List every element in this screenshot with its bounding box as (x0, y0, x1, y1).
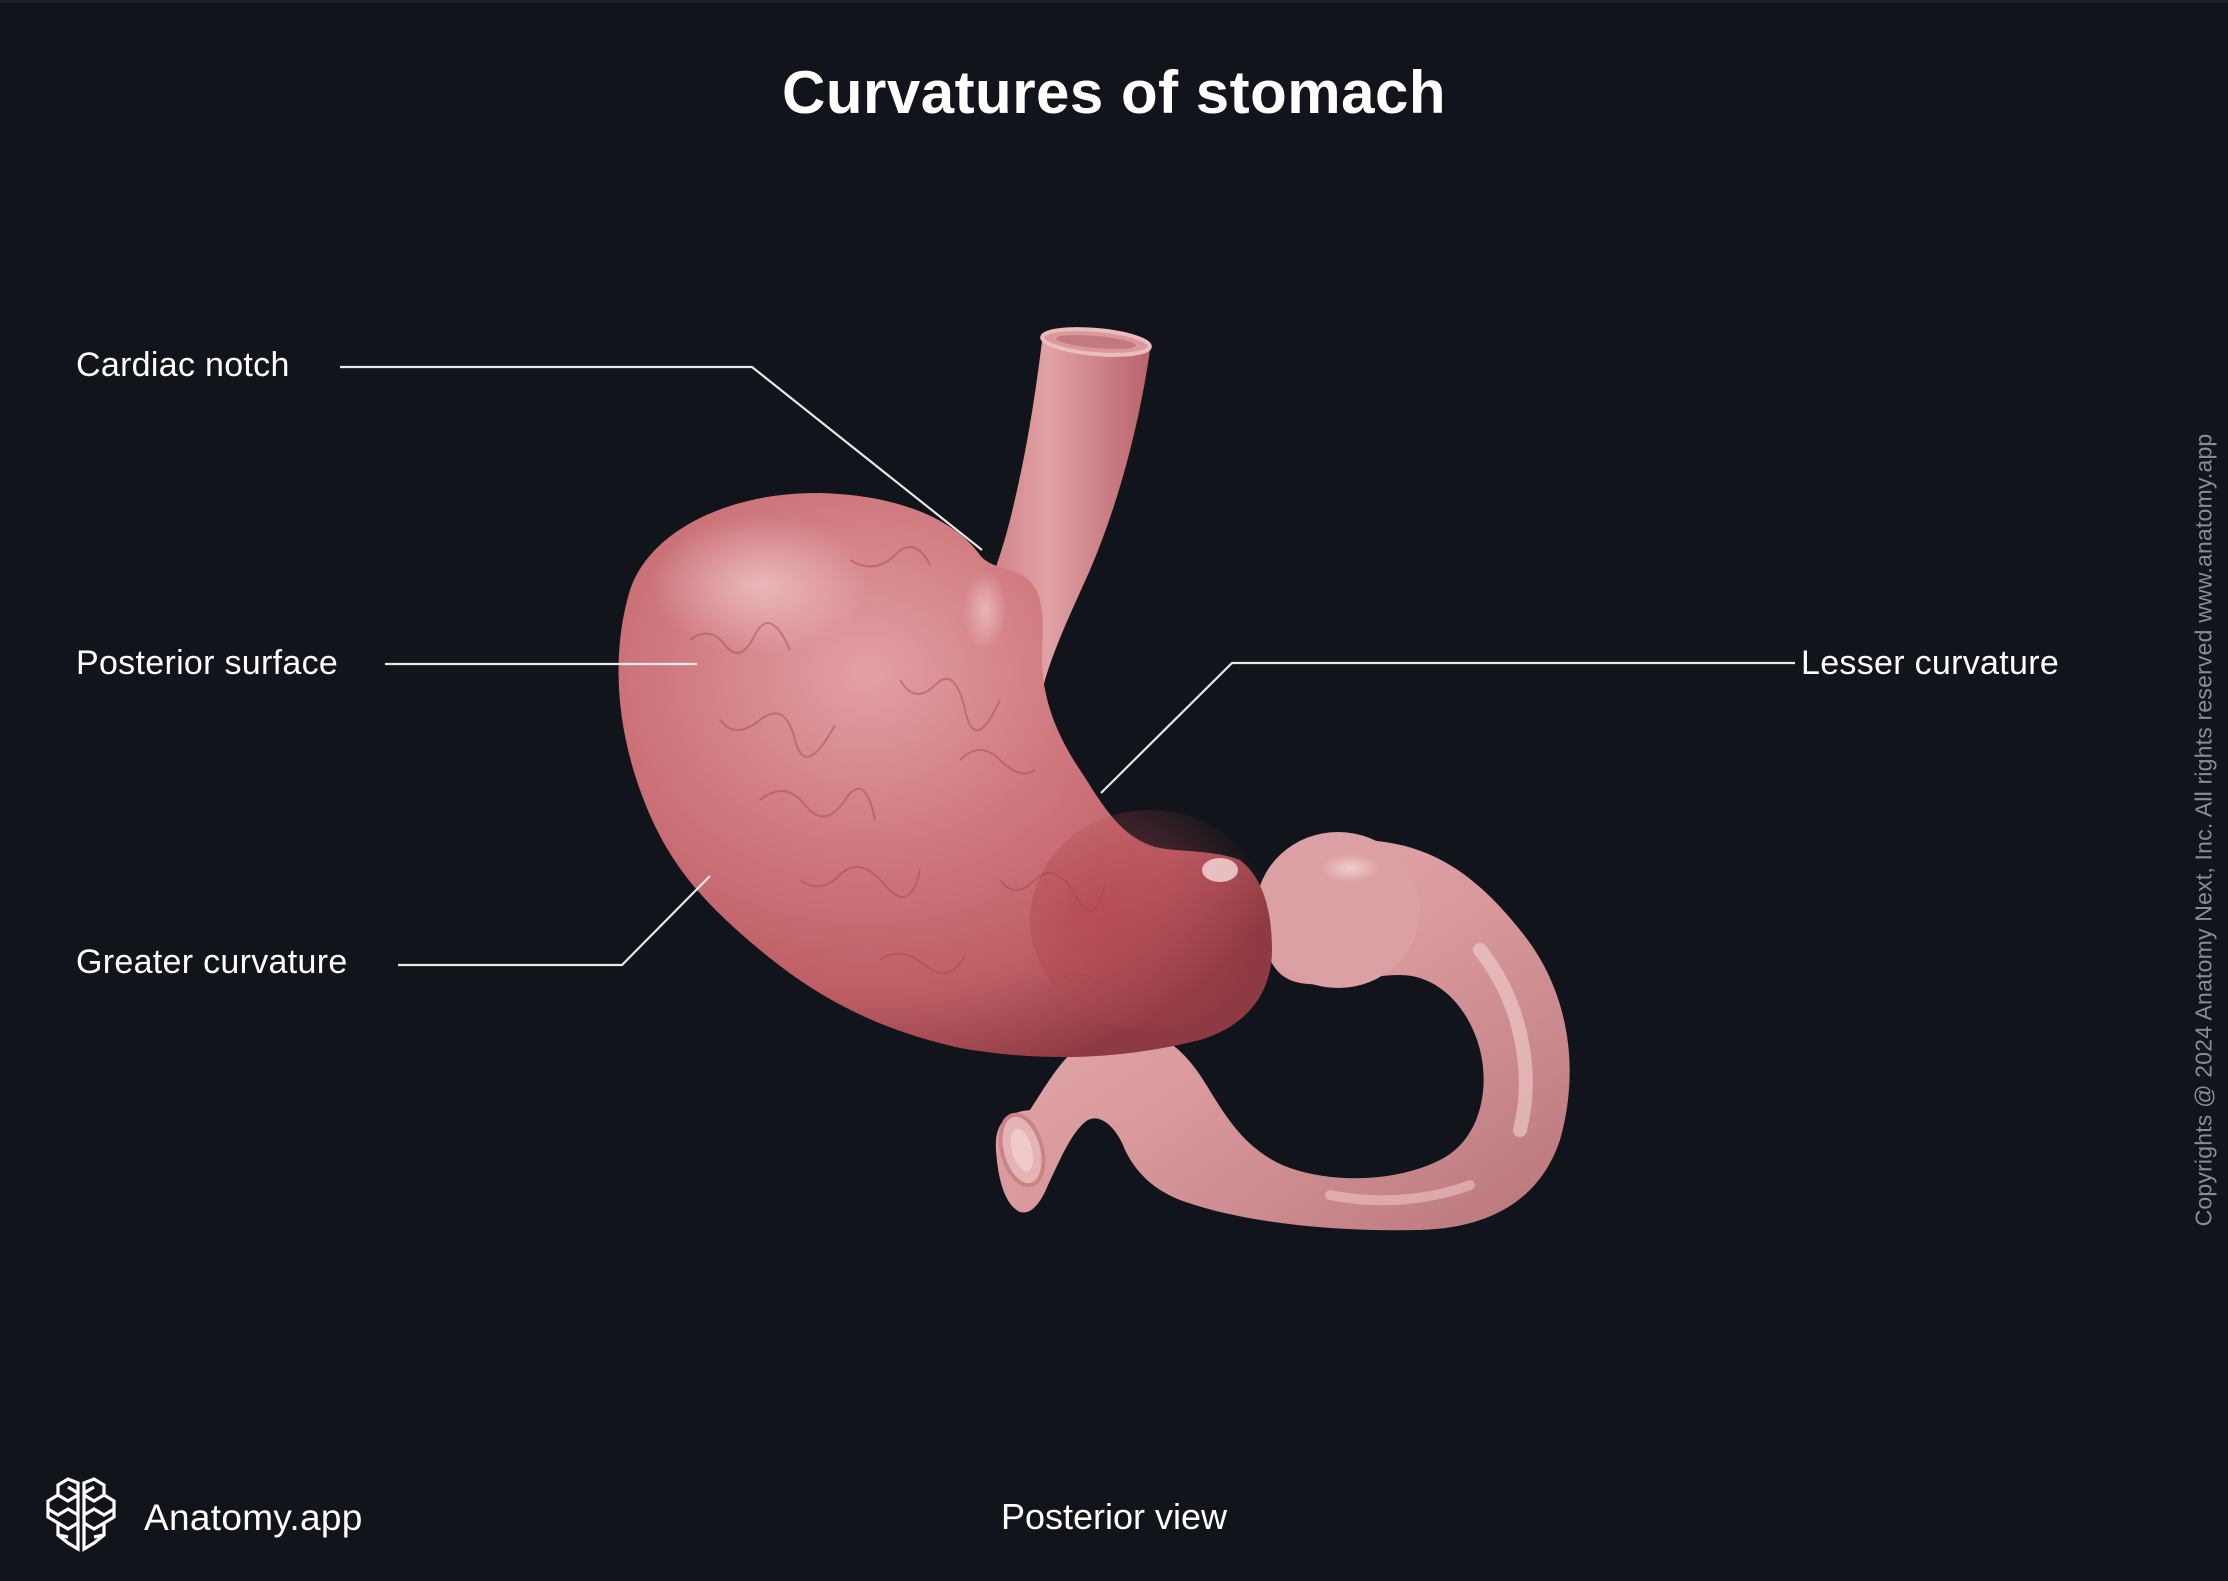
duodenum (995, 832, 1570, 1231)
label-cardiac-notch: Cardiac notch (76, 346, 290, 384)
copyright-notice: Copyrights @ 2024 Anatomy Next, Inc. All… (2190, 433, 2217, 1227)
brain-icon (40, 1477, 122, 1558)
brand: Anatomy.app (40, 1477, 363, 1558)
label-greater-curvature: Greater curvature (76, 943, 348, 981)
view-caption: Posterior view (1000, 1496, 1228, 1537)
leader-line-cardiac-notch (340, 365, 983, 551)
brand-name: Anatomy.app (144, 1496, 363, 1538)
stomach-body (618, 492, 1272, 1058)
leader-lines (340, 365, 1795, 967)
top-edge-divider (0, 0, 2228, 3)
page-title: Curvatures of stomach (782, 59, 1446, 126)
leader-line-greater-curvature (398, 875, 711, 967)
leader-line-lesser-curvature (1100, 661, 1795, 794)
label-posterior-surface: Posterior surface (76, 644, 339, 682)
label-lesser-curvature: Lesser curvature (1801, 644, 2060, 682)
